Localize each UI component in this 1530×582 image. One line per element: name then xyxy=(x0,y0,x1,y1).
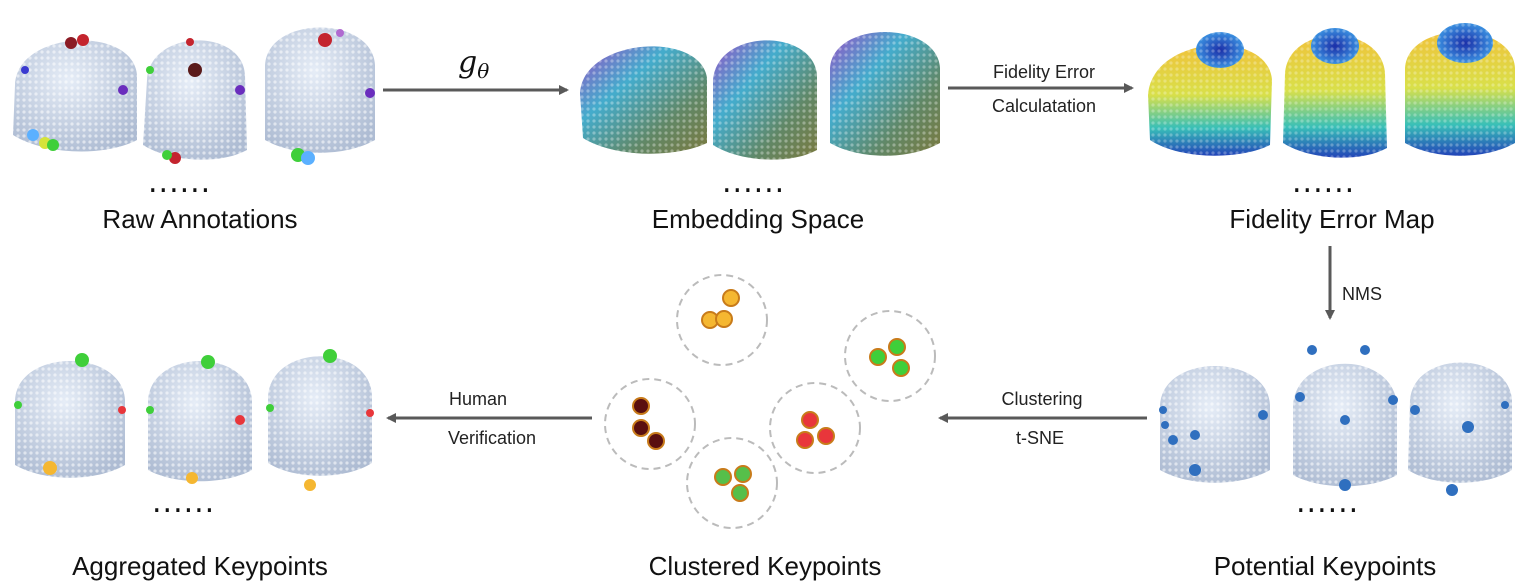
fidelity-cap-1 xyxy=(1148,28,1272,160)
potential-cap-1 xyxy=(1159,353,1270,488)
potential-keypoints-title: Potential Keypoints xyxy=(1214,551,1437,581)
potential-cap-3 xyxy=(1408,350,1512,496)
fidelity-cap-2 xyxy=(1283,23,1387,163)
raw-annotations-stage: ...... Raw Annotations xyxy=(13,15,375,234)
embedding-space-title: Embedding Space xyxy=(652,204,864,234)
potential-keypoints-stage: ...... Potential Keypoints xyxy=(1159,345,1512,581)
raw-cap-2 xyxy=(143,28,247,168)
cluster-red xyxy=(769,382,861,474)
aggregated-cap-1 xyxy=(14,348,126,483)
aggregated-cap-2 xyxy=(146,348,252,488)
fidelity-cap-3 xyxy=(1405,20,1515,162)
fidelity-error-arrow: Fidelity Error Calculatation xyxy=(948,62,1134,116)
fidelity-arrow-label-line2: Calculatation xyxy=(992,96,1096,116)
aggregated-cap-3 xyxy=(266,343,374,491)
fidelity-arrow-label-line1: Fidelity Error xyxy=(993,62,1095,82)
embedding-cap-1 xyxy=(580,30,708,160)
fidelity-error-map-ellipsis: ...... xyxy=(1292,165,1355,200)
nms-arrow: NMS xyxy=(1325,246,1382,320)
raw-annotations-ellipsis: ...... xyxy=(148,165,211,200)
clustered-keypoints-title: Clustered Keypoints xyxy=(649,551,882,581)
nms-label: NMS xyxy=(1342,284,1382,304)
aggregated-keypoints-stage: ...... Aggregated Keypoints xyxy=(14,343,374,581)
g-theta-label: gθ xyxy=(458,45,489,83)
cluster-yellow xyxy=(676,274,768,366)
clustered-keypoints-stage: Clustered Keypoints xyxy=(604,274,936,581)
g-theta-arrow: gθ xyxy=(383,45,569,95)
aggregated-keypoints-ellipsis: ...... xyxy=(152,485,215,520)
clustering-label-line1: Clustering xyxy=(1001,389,1082,409)
potential-keypoints-ellipsis: ...... xyxy=(1296,485,1359,520)
cluster-dark xyxy=(604,378,696,470)
human-label-line1: Human xyxy=(449,389,507,409)
fidelity-error-map-stage: ...... Fidelity Error Map xyxy=(1148,20,1515,234)
fidelity-error-map-title: Fidelity Error Map xyxy=(1229,204,1434,234)
raw-annotations-title: Raw Annotations xyxy=(102,204,297,234)
human-label-line2: Verification xyxy=(448,428,536,448)
potential-cap-2 xyxy=(1293,345,1398,491)
cluster-green xyxy=(844,310,936,402)
embedding-cap-3 xyxy=(830,20,940,162)
raw-cap-1 xyxy=(13,25,137,157)
raw-cap-3 xyxy=(265,15,375,165)
cluster-olive-green xyxy=(686,437,778,529)
clustering-arrow: Clustering t-SNE xyxy=(938,389,1147,448)
clustering-label-line2: t-SNE xyxy=(1016,428,1064,448)
aggregated-keypoints-title: Aggregated Keypoints xyxy=(72,551,328,581)
embedding-cap-2 xyxy=(713,28,817,166)
human-verification-arrow: Human Verification xyxy=(386,389,592,448)
embedding-space-stage: ...... Embedding Space xyxy=(580,20,940,234)
embedding-space-ellipsis: ...... xyxy=(722,165,785,200)
